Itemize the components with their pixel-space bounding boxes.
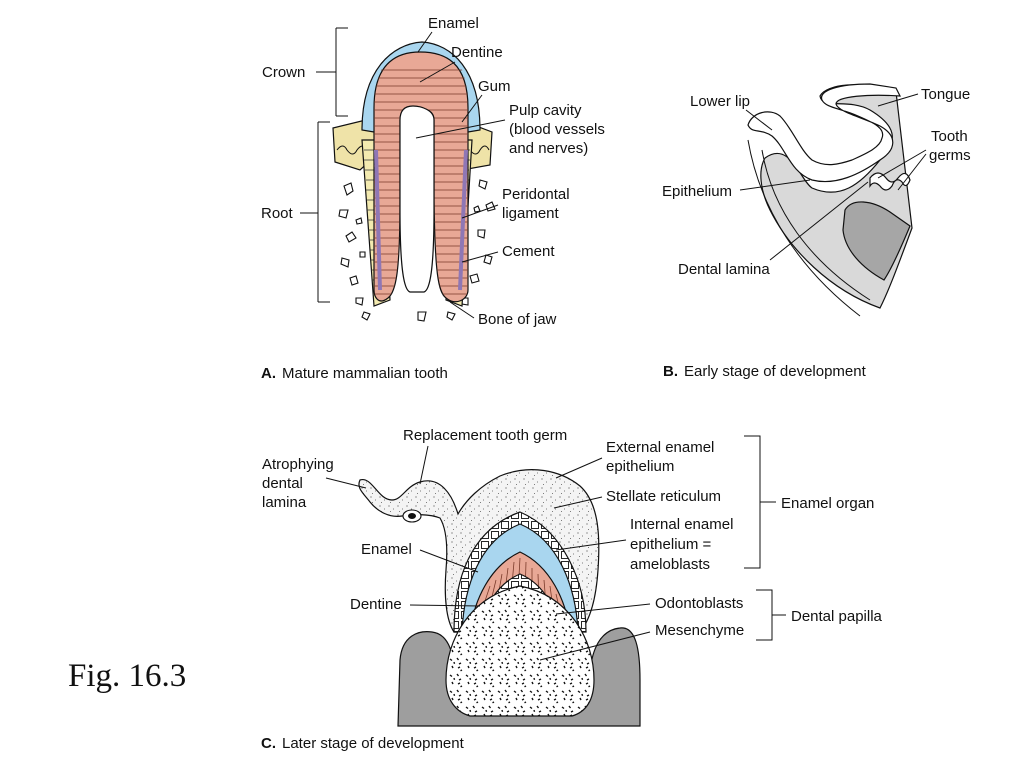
- panel-b-early-stage: Lower lip Tongue Tooth germs Epithelium …: [662, 83, 971, 380]
- label-dentine: Dentine: [451, 44, 503, 61]
- label-enamel: Enamel: [361, 541, 412, 558]
- lower-lip-outline: [747, 83, 902, 183]
- label-root: Root: [261, 205, 294, 222]
- label-epithelium: Epithelium: [662, 183, 732, 200]
- label-dental-lamina: Dental lamina: [678, 261, 770, 278]
- jaw-tissue-region: [760, 84, 913, 309]
- label-pulp-cavity-3: and nerves): [509, 140, 588, 157]
- label-periodontal-ligament-2: ligament: [502, 205, 560, 222]
- label-bone-of-jaw: Bone of jaw: [478, 311, 557, 328]
- panel-c-caption: C. Later stage of development: [261, 735, 465, 752]
- mesenchyme-region: [445, 585, 595, 717]
- label-tooth-germs-2: germs: [929, 147, 971, 164]
- label-tooth-germs-1: Tooth: [931, 128, 968, 145]
- figure-number: Fig. 16.3: [68, 658, 186, 694]
- label-atrophying-2: dental: [262, 475, 303, 492]
- periodontal-ligament-left: [374, 149, 382, 291]
- label-pulp-cavity-2: (blood vessels: [509, 121, 605, 138]
- label-stellate-reticulum: Stellate reticulum: [606, 488, 721, 505]
- panel-a-mature-tooth: Enamel Dentine Gum Pulp cavity (blood ve…: [261, 15, 605, 382]
- label-mesenchyme: Mesenchyme: [655, 622, 744, 639]
- panel-c-caption-letter: C.: [261, 735, 276, 752]
- label-gum: Gum: [478, 78, 511, 95]
- pulp-cavity: [399, 105, 435, 293]
- label-odontoblasts: Odontoblasts: [655, 595, 743, 612]
- label-dentine: Dentine: [350, 596, 402, 613]
- label-crown: Crown: [262, 64, 305, 81]
- label-atrophying-3: lamina: [262, 494, 307, 511]
- label-periodontal-ligament-1: Peridontal: [502, 186, 570, 203]
- label-external-enamel-2: epithelium: [606, 458, 674, 475]
- panel-c-later-stage: Replacement tooth germ Atrophying dental…: [261, 427, 883, 752]
- label-pulp-cavity-1: Pulp cavity: [509, 102, 582, 119]
- panel-b-caption: B. Early stage of development: [663, 363, 867, 380]
- label-internal-enamel-2: epithelium =: [630, 536, 712, 553]
- bone-of-jaw-fragments: [338, 179, 496, 322]
- tissue-dark-region: [842, 201, 911, 281]
- periodontal-ligament-right: [458, 149, 468, 291]
- panel-b-caption-letter: B.: [663, 363, 678, 380]
- panel-a-caption: A. Mature mammalian tooth: [261, 365, 448, 382]
- label-replacement-tooth-germ: Replacement tooth germ: [403, 427, 567, 444]
- label-tongue: Tongue: [921, 86, 970, 103]
- label-cement: Cement: [502, 243, 555, 260]
- label-external-enamel-1: External enamel: [606, 439, 714, 456]
- panel-c-caption-text: Later stage of development: [282, 735, 465, 752]
- label-lower-lip: Lower lip: [690, 93, 750, 110]
- panel-b-caption-text: Early stage of development: [684, 363, 867, 380]
- label-enamel: Enamel: [428, 15, 479, 32]
- panel-a-caption-letter: A.: [261, 365, 276, 382]
- label-internal-enamel-3: ameloblasts: [630, 556, 710, 573]
- label-enamel-organ: Enamel organ: [781, 495, 874, 512]
- panel-a-caption-text: Mature mammalian tooth: [282, 365, 448, 382]
- label-atrophying-1: Atrophying: [262, 456, 334, 473]
- label-internal-enamel-1: Internal enamel: [630, 516, 733, 533]
- jaw-outer-edges: [747, 139, 871, 317]
- replacement-germ-core: [408, 513, 416, 519]
- label-dental-papilla: Dental papilla: [791, 608, 883, 625]
